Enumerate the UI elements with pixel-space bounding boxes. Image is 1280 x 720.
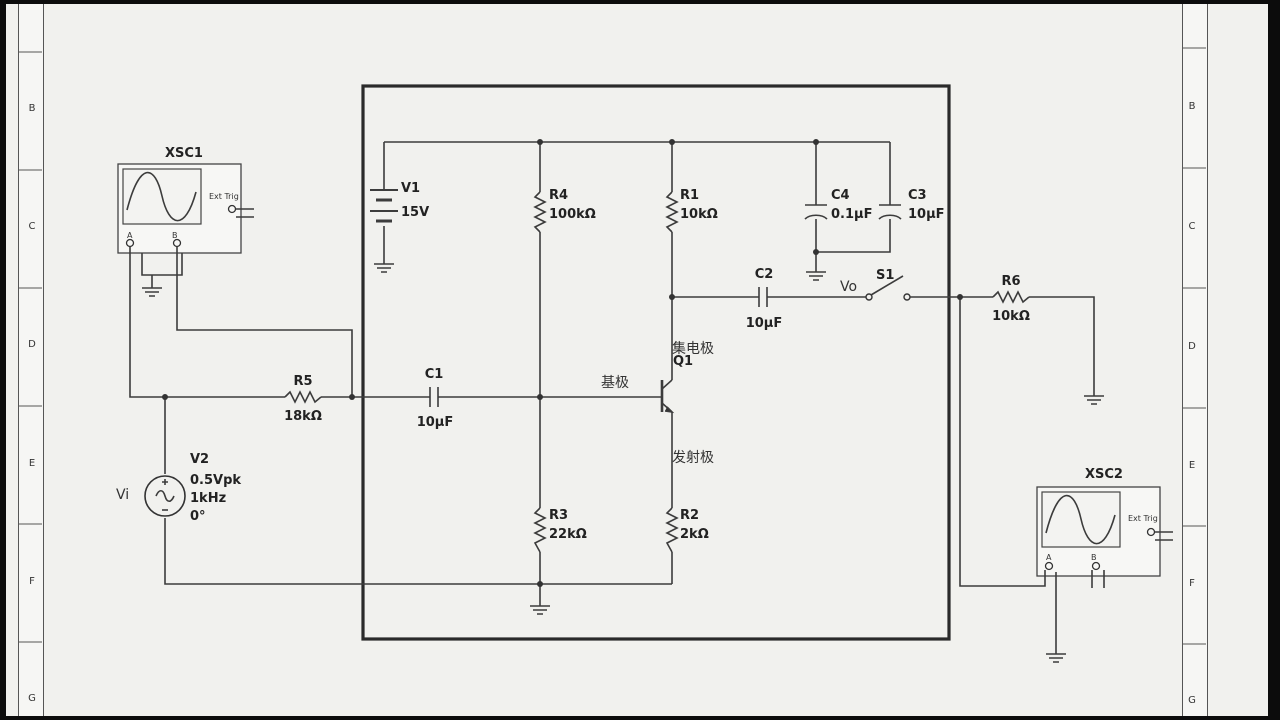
r4-ref: R4 <box>549 188 568 203</box>
oscilloscope-xsc2[interactable] <box>1036 486 1161 577</box>
r4-value: 100kΩ <box>549 207 596 222</box>
r6-value: 10kΩ <box>992 309 1030 324</box>
v2-ref: V2 <box>190 452 209 467</box>
r1-ref: R1 <box>680 188 699 203</box>
xsc2-channel-a-label: A <box>1046 553 1052 562</box>
amplifier-frame <box>361 84 951 641</box>
xsc1-channel-b-terminal[interactable] <box>172 238 182 248</box>
wire-network <box>129 141 1173 654</box>
resistor-r3[interactable] <box>533 507 547 553</box>
capacitor-c4[interactable] <box>804 204 828 220</box>
collector-annotation: 集电极 <box>672 340 714 357</box>
c2-ref: C2 <box>755 267 774 282</box>
left-border-letter-f: F <box>29 576 35 587</box>
emitter-annotation: 发射极 <box>672 450 714 466</box>
xsc2-label: XSC2 <box>1085 467 1123 482</box>
waveform-icon <box>1045 494 1116 545</box>
waveform-icon <box>126 171 197 222</box>
v2-frequency: 1kHz <box>190 491 226 506</box>
right-border-strip <box>1182 4 1208 716</box>
resistor-r4[interactable] <box>533 191 547 233</box>
left-border-letter-e: E <box>29 458 35 469</box>
c1-value: 10µF <box>417 415 454 430</box>
switch-s1[interactable] <box>865 275 911 301</box>
right-border-letter-b: B <box>1189 101 1196 112</box>
right-border-letter-f: F <box>1189 578 1195 589</box>
ac-source-v2[interactable] <box>144 475 186 517</box>
xsc2-channel-b-label: B <box>1091 553 1097 562</box>
q1-ref: Q1 <box>673 354 693 369</box>
left-border-dividers <box>18 51 42 643</box>
schematic-sheet <box>6 4 1268 716</box>
vi-label: Vi <box>116 487 129 503</box>
base-annotation: 基极 <box>601 374 629 391</box>
xsc2-ext-trig-label: Ext Trig <box>1128 514 1158 523</box>
xsc1-label: XSC1 <box>165 146 203 161</box>
xsc2-channel-a-terminal[interactable] <box>1044 561 1054 571</box>
c3-ref: C3 <box>908 188 927 203</box>
c2-value: 10µF <box>746 316 783 331</box>
transistor-q1[interactable] <box>660 379 675 414</box>
c3-value: 10µF <box>908 207 945 222</box>
capacitor-c2[interactable] <box>758 287 768 307</box>
junction-dots <box>162 139 963 587</box>
xsc2-ext-trig-terminal[interactable] <box>1146 527 1156 537</box>
xsc1-channel-b-label: B <box>172 231 178 240</box>
r6-ref: R6 <box>1001 274 1020 289</box>
left-border-letter-b: B <box>29 103 36 114</box>
xsc1-channel-a-label: A <box>127 231 133 240</box>
xsc1-channel-a-terminal[interactable] <box>125 238 135 248</box>
c4-ref: C4 <box>831 188 850 203</box>
r5-value: 18kΩ <box>284 409 322 424</box>
right-border-letter-c: C <box>1189 221 1196 232</box>
r3-value: 22kΩ <box>549 527 587 542</box>
resistor-r1[interactable] <box>665 191 679 233</box>
capacitor-c3[interactable] <box>878 204 902 220</box>
resistor-r6[interactable] <box>992 290 1030 304</box>
ground-symbols <box>142 263 1104 663</box>
r5-ref: R5 <box>293 374 312 389</box>
r1-value: 10kΩ <box>680 207 718 222</box>
left-border-letter-d: D <box>28 339 36 350</box>
xsc2-channel-b-terminal[interactable] <box>1091 561 1101 571</box>
v1-value: 15V <box>401 205 429 220</box>
right-border-dividers <box>1182 47 1206 645</box>
v2-phase: 0° <box>190 509 206 524</box>
vo-label: Vo <box>840 279 857 295</box>
r2-value: 2kΩ <box>680 527 709 542</box>
r2-ref: R2 <box>680 508 699 523</box>
right-border-letter-d: D <box>1188 341 1196 352</box>
left-border-letter-g: G <box>28 693 36 704</box>
v2-amplitude: 0.5Vpk <box>190 473 241 488</box>
xsc1-ext-trig-label: Ext Trig <box>209 192 239 201</box>
left-border-strip <box>18 4 44 716</box>
right-border-letter-g: G <box>1188 695 1196 706</box>
oscilloscope-xsc1[interactable] <box>117 163 242 254</box>
xsc1-ext-trig-terminal[interactable] <box>227 204 237 214</box>
r3-ref: R3 <box>549 508 568 523</box>
capacitor-c1[interactable] <box>429 387 439 407</box>
v1-ref: V1 <box>401 181 420 196</box>
resistor-r5[interactable] <box>284 390 322 404</box>
battery-v1[interactable] <box>370 189 398 223</box>
right-border-letter-e: E <box>1189 460 1195 471</box>
left-border-letter-c: C <box>29 221 36 232</box>
s1-ref: S1 <box>876 268 894 283</box>
c4-value: 0.1µF <box>831 207 872 222</box>
c1-ref: C1 <box>425 367 444 382</box>
resistor-r2[interactable] <box>665 507 679 553</box>
